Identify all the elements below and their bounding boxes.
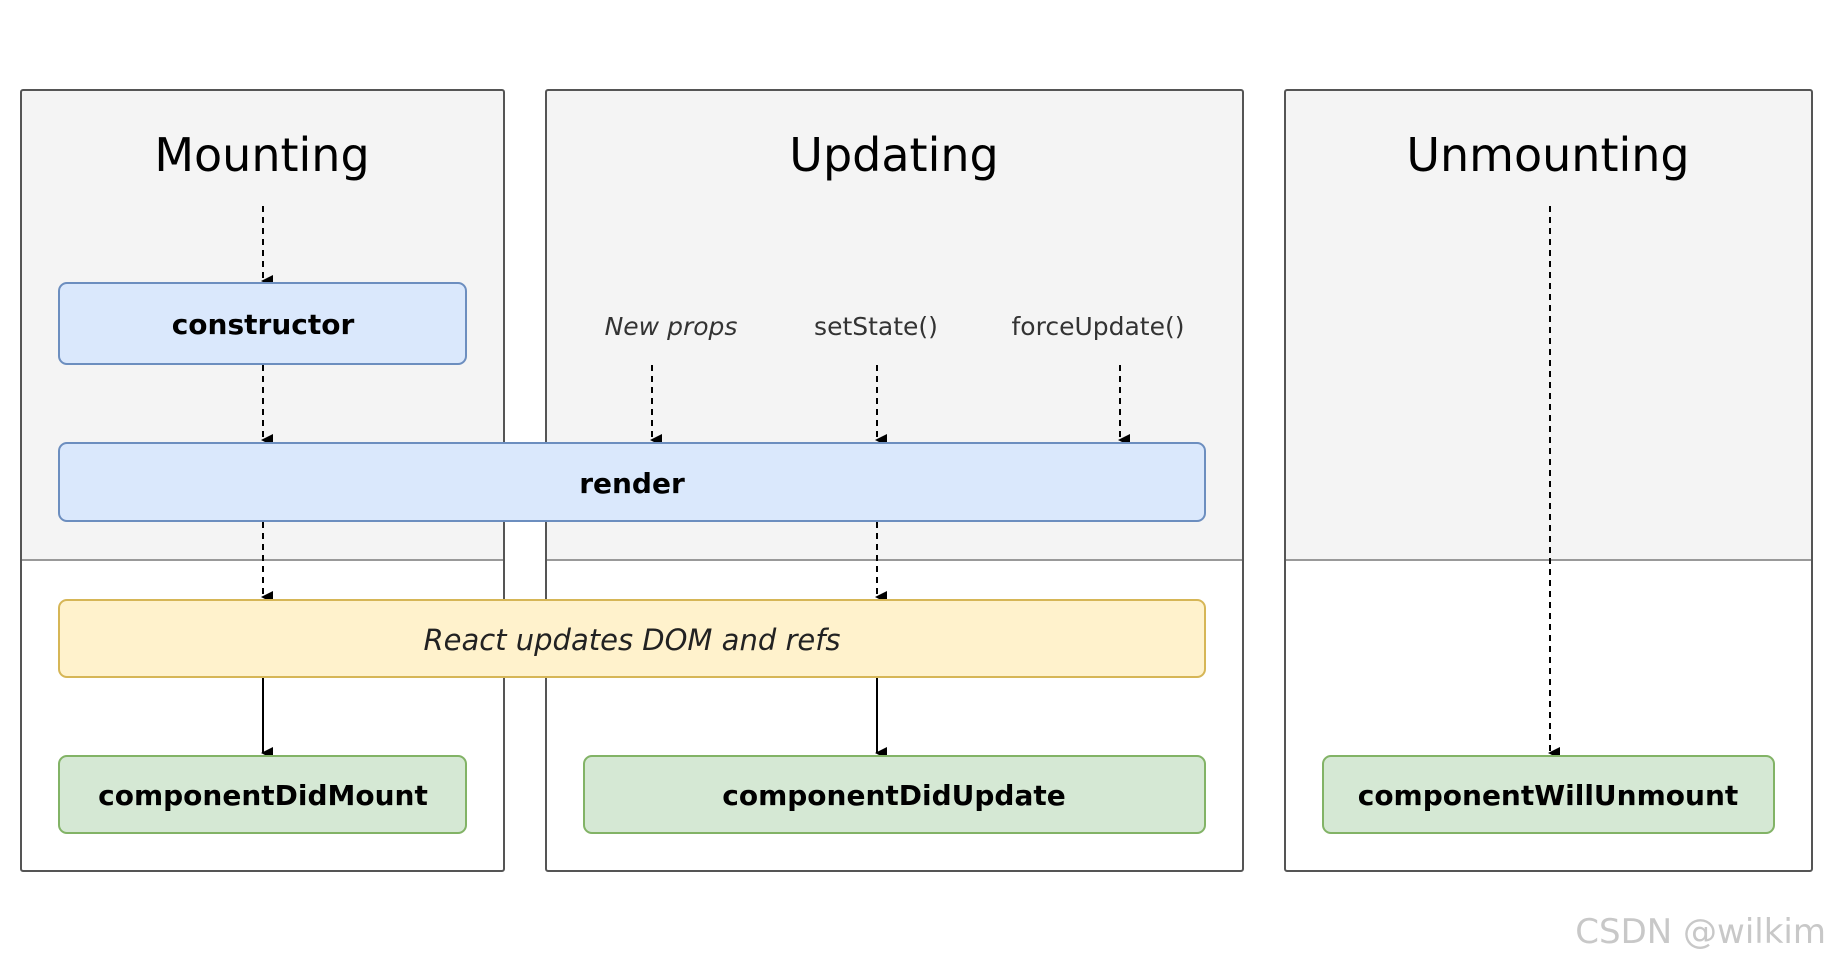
component-did-mount-node: componentDidMount (58, 755, 467, 834)
constructor-label: constructor (172, 308, 355, 341)
trigger-set-state: setState() (814, 312, 938, 341)
component-did-mount-label: componentDidMount (98, 779, 428, 812)
unmounting-title: Unmounting (1406, 128, 1689, 182)
component-will-unmount-node: componentWillUnmount (1322, 755, 1775, 834)
render-node: render (58, 442, 1206, 522)
trigger-force-update: forceUpdate() (1012, 312, 1185, 341)
csdn-watermark: CSDN @wilkim (1575, 912, 1826, 952)
component-will-unmount-label: componentWillUnmount (1358, 779, 1739, 812)
react-updates-dom-label: React updates DOM and refs (423, 623, 840, 657)
component-did-update-label: componentDidUpdate (722, 779, 1066, 812)
mounting-title: Mounting (154, 128, 369, 182)
render-label: render (579, 467, 685, 500)
solid-arrows (261, 678, 887, 759)
component-did-update-node: componentDidUpdate (583, 755, 1206, 834)
updating-title: Updating (789, 128, 998, 182)
trigger-new-props: New props (605, 312, 738, 341)
unmounting-panel: Unmounting (1284, 89, 1813, 872)
react-updates-dom-node: React updates DOM and refs (58, 599, 1206, 678)
constructor-node: constructor (58, 282, 467, 365)
dashed-arrows (261, 206, 1560, 759)
